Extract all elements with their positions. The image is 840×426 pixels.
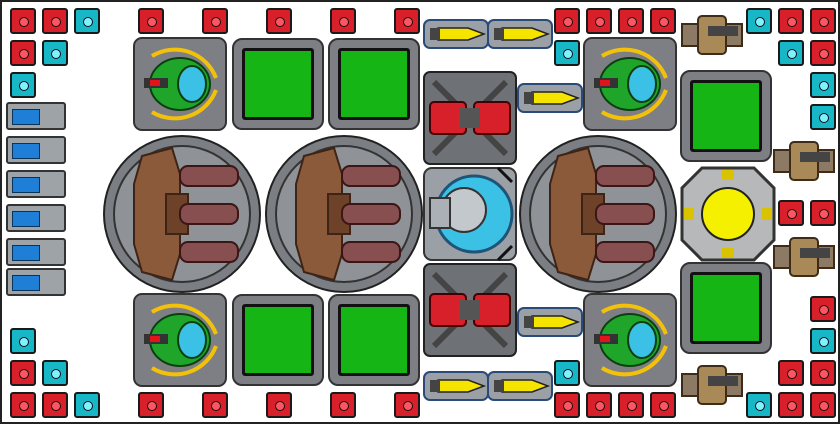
missile-pod-icon[interactable] [487,371,553,401]
triple-barrel-turret-icon[interactable] [265,135,423,293]
red-armor-block[interactable] [810,8,836,34]
red-armor-block[interactable] [266,8,292,34]
thruster-slot[interactable] [6,170,66,198]
dome-shield-icon[interactable] [423,167,517,261]
red-armor-block[interactable] [10,360,36,386]
missile-pod-icon[interactable] [517,307,583,337]
red-armor-block[interactable] [650,8,676,34]
red-armor-block[interactable] [618,392,644,418]
cyan-armor-block[interactable] [746,8,772,34]
red-armor-block[interactable] [778,360,804,386]
red-armor-block[interactable] [394,392,420,418]
red-armor-block[interactable] [138,392,164,418]
engine-module-icon[interactable] [681,365,743,405]
plasma-cannon-icon[interactable] [132,292,228,388]
engine-module-icon[interactable] [773,141,835,181]
cyan-armor-block[interactable] [554,360,580,386]
red-armor-block[interactable] [810,392,836,418]
red-armor-block[interactable] [330,392,356,418]
red-armor-block[interactable] [554,392,580,418]
red-armor-block[interactable] [810,200,836,226]
red-armor-block[interactable] [202,8,228,34]
missile-pod-icon[interactable] [423,371,489,401]
cyan-armor-block[interactable] [554,40,580,66]
cyan-armor-block[interactable] [746,392,772,418]
core-reactor-icon[interactable] [680,166,776,262]
red-armor-block[interactable] [810,360,836,386]
red-armor-block[interactable] [810,296,836,322]
red-engine-cluster-icon[interactable] [424,72,516,164]
cyan-armor-block[interactable] [810,328,836,354]
red-armor-block[interactable] [554,8,580,34]
missile-pod-icon[interactable] [517,83,583,113]
green-panel[interactable] [328,294,420,386]
triple-barrel-turret-icon[interactable] [519,135,677,293]
cyan-armor-block[interactable] [10,72,36,98]
red-armor-block[interactable] [138,8,164,34]
red-armor-block[interactable] [202,392,228,418]
red-armor-block[interactable] [778,392,804,418]
engine-module-icon[interactable] [773,237,835,277]
thruster-slot[interactable] [6,102,66,130]
green-panel[interactable] [232,38,324,130]
green-panel[interactable] [680,262,772,354]
green-panel[interactable] [328,38,420,130]
red-armor-block[interactable] [10,392,36,418]
green-panel[interactable] [232,294,324,386]
red-engine-cluster-icon[interactable] [424,264,516,356]
plasma-cannon-icon[interactable] [582,36,678,132]
red-armor-block[interactable] [10,40,36,66]
red-armor-block[interactable] [586,8,612,34]
cyan-armor-block[interactable] [42,360,68,386]
red-armor-block[interactable] [330,8,356,34]
red-armor-block[interactable] [810,40,836,66]
thruster-slot[interactable] [6,238,66,266]
red-armor-block[interactable] [42,392,68,418]
cyan-armor-block[interactable] [10,328,36,354]
red-armor-block[interactable] [618,8,644,34]
red-armor-block[interactable] [778,8,804,34]
plasma-cannon-icon[interactable] [132,36,228,132]
thruster-slot[interactable] [6,268,66,296]
cyan-armor-block[interactable] [810,104,836,130]
missile-pod-icon[interactable] [487,19,553,49]
red-armor-block[interactable] [266,392,292,418]
thruster-slot[interactable] [6,204,66,232]
cyan-armor-block[interactable] [42,40,68,66]
cyan-armor-block[interactable] [778,40,804,66]
missile-pod-icon[interactable] [423,19,489,49]
red-armor-block[interactable] [650,392,676,418]
plasma-cannon-icon[interactable] [582,292,678,388]
engine-module-icon[interactable] [681,15,743,55]
green-panel[interactable] [680,70,772,162]
cyan-armor-block[interactable] [74,392,100,418]
red-armor-block[interactable] [394,8,420,34]
red-armor-block[interactable] [586,392,612,418]
red-armor-block[interactable] [42,8,68,34]
triple-barrel-turret-icon[interactable] [103,135,261,293]
cyan-armor-block[interactable] [810,72,836,98]
red-armor-block[interactable] [778,200,804,226]
red-armor-block[interactable] [10,8,36,34]
cyan-armor-block[interactable] [74,8,100,34]
thruster-slot[interactable] [6,136,66,164]
